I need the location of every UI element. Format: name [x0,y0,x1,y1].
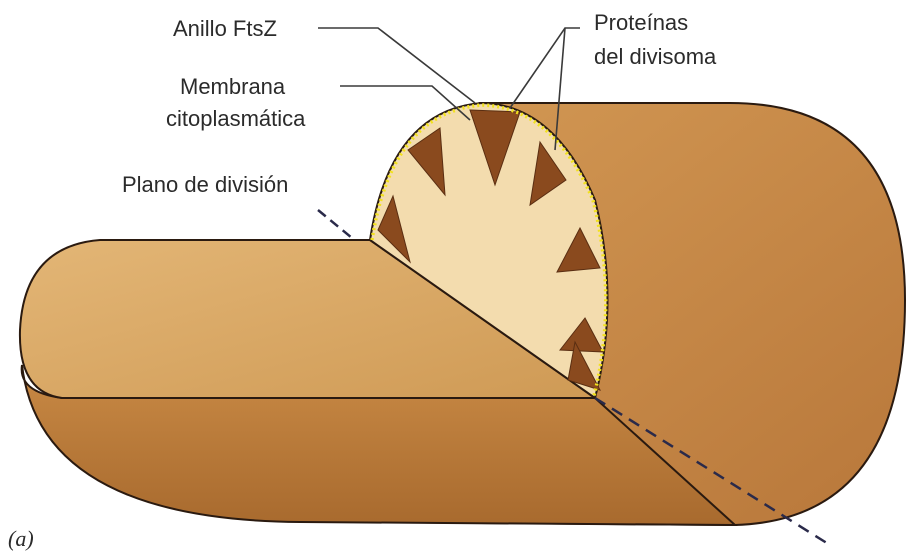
label-membrane-2: citoplasmática [166,106,306,131]
leader-proteins [510,28,580,108]
panel-label: (a) [8,526,34,551]
division-plane-line [318,210,352,238]
label-membrane-1: Membrana [180,74,286,99]
label-divisome-proteins-2: del divisoma [594,44,717,69]
label-ftsz-ring: Anillo FtsZ [173,16,277,41]
leader-ftsz [318,28,475,103]
label-divisome-proteins-1: Proteínas [594,10,688,35]
label-division-plane: Plano de división [122,172,288,197]
